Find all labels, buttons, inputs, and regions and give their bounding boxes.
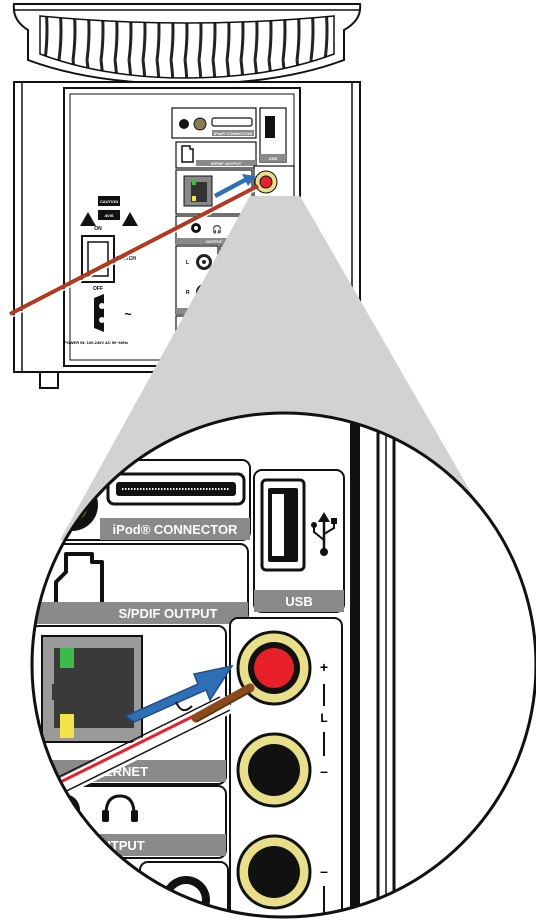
usb-port[interactable] <box>262 480 304 570</box>
ac-symbol: ~ <box>124 307 131 321</box>
usb-label: USB <box>285 594 312 609</box>
small-output-label: OUTPUT <box>206 239 223 244</box>
top-grille <box>14 4 360 84</box>
small-spdif-label: S/PDIF OUTPUT <box>211 161 242 166</box>
headphone-jack[interactable] <box>48 794 80 826</box>
minus-label-left: – <box>320 763 328 779</box>
switch-on-label: ON <box>94 226 102 232</box>
usb-module: USB <box>254 470 344 612</box>
small-headphone-glyph: 🎧 <box>212 224 222 234</box>
ipod-dock-port[interactable] <box>108 474 244 504</box>
spdif-module: S/PDIF OUTPUT <box>30 544 248 624</box>
plus-label: + <box>320 659 328 675</box>
ipod-connector-label: iPod® CONNECTOR <box>113 522 239 537</box>
caution-label: CAUTION <box>100 199 118 204</box>
small-in-right: R <box>186 290 190 296</box>
minus-label-right: – <box>320 863 328 879</box>
switch-off-label: OFF <box>93 286 103 292</box>
power-label: POWER IN: 100-240V AC 50~60Hz <box>64 340 128 345</box>
headphone-module: OUTPUT <box>30 786 226 858</box>
spdif-output-label: S/PDIF OUTPUT <box>119 606 218 621</box>
left-channel-label: L <box>320 711 327 725</box>
output-label: OUTPUT <box>91 838 145 853</box>
small-in-left: L <box>186 260 189 266</box>
ethernet-port[interactable] <box>42 636 142 742</box>
small-usb-label: USB <box>269 156 278 161</box>
magnified-detail: iPod® CONNECTOR <box>0 400 536 923</box>
speaker-terminal-left-negative[interactable] <box>238 734 310 806</box>
speaker-terminal-panel: + L – – <box>230 618 342 923</box>
avis-label: AVIS <box>104 213 113 218</box>
small-ipod-label: iPod® CONNECTOR <box>214 131 253 136</box>
speaker-terminal-right-negative[interactable] <box>238 836 310 908</box>
